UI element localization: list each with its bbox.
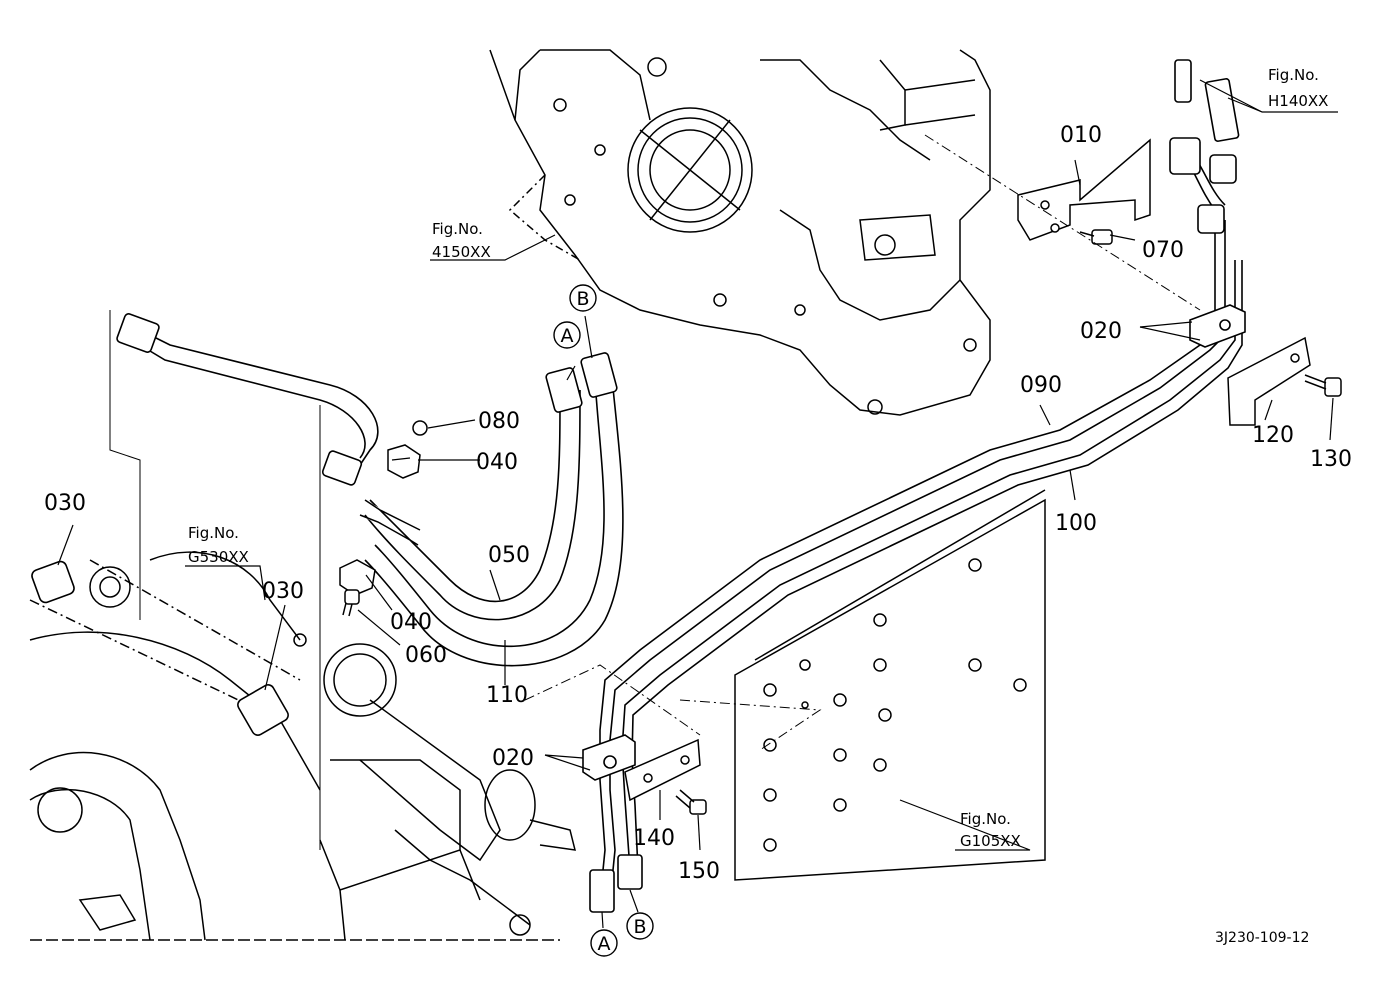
part-label-150: 150 [678,859,720,884]
part-label-130: 130 [1310,447,1352,472]
dashed-centerlines [524,134,1201,751]
part-label-060: 060 [405,643,447,668]
fig-ref-g530xx-line2: G530XX [188,548,249,566]
part-label-140: 140 [633,826,675,851]
part-label-100: 100 [1055,511,1097,536]
part-label-020-bottom: 020 [492,746,534,771]
part-label-080: 080 [478,409,520,434]
fig-ref-h140xx-line2: H140XX [1268,92,1328,110]
engine-housing-drawing [489,49,991,416]
svg-text:A: A [598,933,611,955]
clamps-020 [582,304,1246,781]
marker-bottom-b: B [626,912,654,940]
part-label-010: 010 [1060,123,1102,148]
part-label-040-top: 040 [476,450,518,475]
svg-text:B: B [633,916,646,938]
transmission-housing-drawing [29,310,576,941]
part-label-030-left: 030 [44,491,86,516]
marker-bottom-a: A [590,929,618,957]
fig-ref-4150xx-line1: Fig.No. [432,220,483,238]
marker-top-b: B [569,284,597,312]
part-label-070: 070 [1142,238,1184,263]
svg-text:A: A [561,325,574,347]
fig-ref-g105xx-line2: G105XX [960,832,1021,850]
part-label-110: 110 [486,683,528,708]
fig-ref-h140xx-line1: Fig.No. [1268,66,1319,84]
part-label-120: 120 [1252,423,1294,448]
bolts [342,229,1342,815]
part-label-020-top: 020 [1080,319,1122,344]
rear-plate-drawing [734,489,1046,881]
marker-top-a: A [553,321,581,349]
part-label-030-mid: 030 [262,579,304,604]
leader-lines [57,79,1338,929]
fig-ref-g105xx-line1: Fig.No. [960,810,1011,828]
part-label-090: 090 [1020,373,1062,398]
fittings [31,59,1240,913]
part-label-050: 050 [488,543,530,568]
fig-ref-g530xx-line1: Fig.No. [188,524,239,542]
svg-text:B: B [576,288,589,310]
drawing-code: 3J230-109-12 [1215,930,1309,946]
figure-references: Fig.No. 4150XX Fig.No. H140XX Fig.No. G5… [188,66,1328,850]
hose-050-110 [139,329,624,667]
connection-markers: A B A B [553,284,654,957]
part-number-labels: 010 020 020 030 030 040 040 050 060 070 … [44,123,1352,884]
part-label-040-bottom: 040 [390,610,432,635]
fig-ref-4150xx-line2: 4150XX [432,243,491,261]
